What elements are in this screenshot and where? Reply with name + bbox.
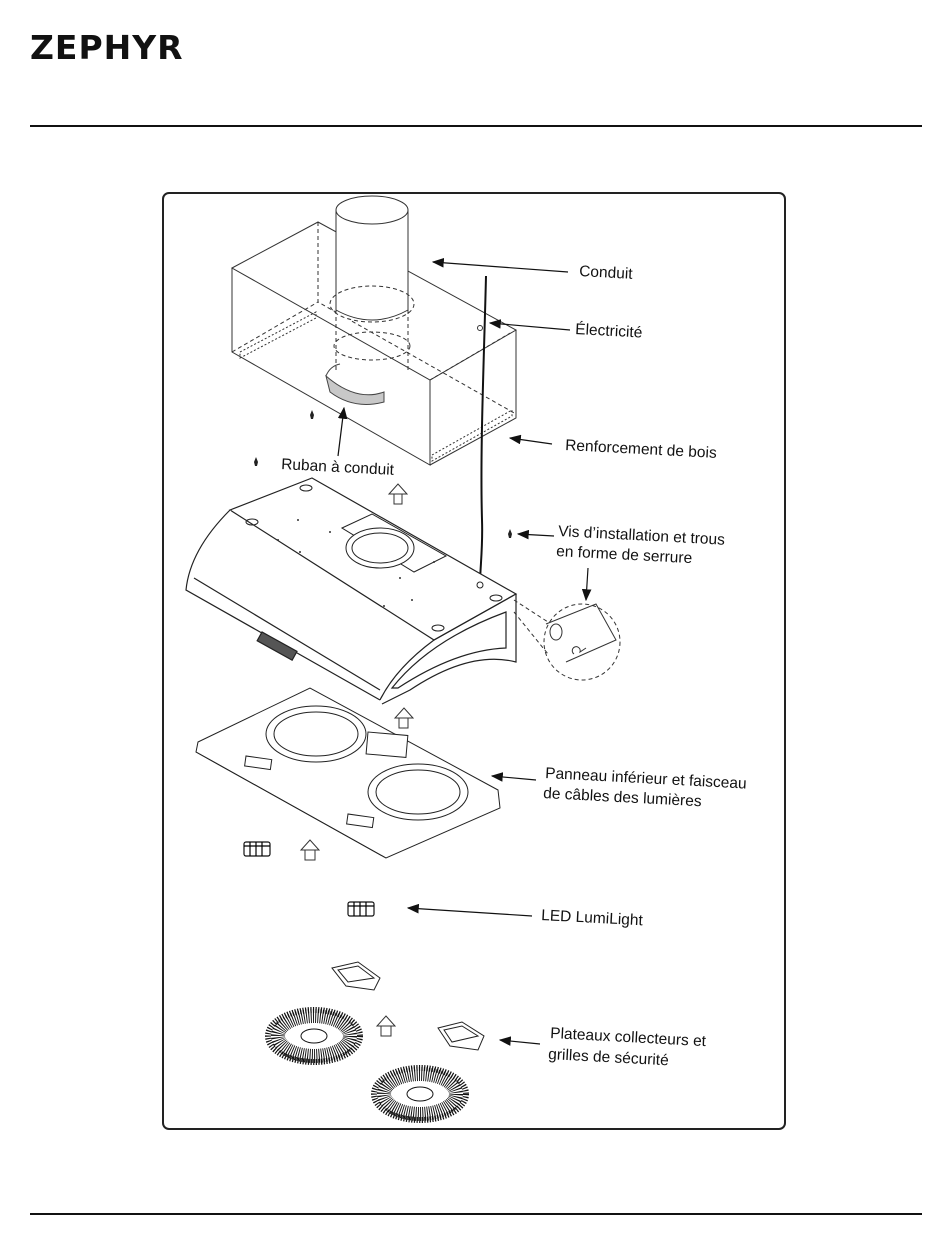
label-duct-tape: Ruban à conduit	[281, 456, 395, 479]
bottom-panel	[196, 688, 500, 858]
duct-tape-band	[326, 376, 384, 404]
label-trays-line2: grilles de sécurité	[548, 1046, 669, 1069]
label-electricity: Électricité	[575, 321, 643, 341]
duct-collar	[342, 514, 446, 572]
label-wood-reinforcement: Renforcement de bois	[565, 437, 718, 462]
duct-cylinder	[330, 196, 414, 372]
keyhole-detail	[514, 600, 620, 680]
electrical-cable	[480, 276, 486, 585]
label-screws-line2: en forme de serrure	[556, 543, 693, 567]
label-led: LED LumiLight	[541, 907, 644, 929]
label-duct: Conduit	[579, 263, 634, 283]
range-hood-body	[186, 478, 516, 704]
safety-grille	[268, 1010, 466, 1120]
